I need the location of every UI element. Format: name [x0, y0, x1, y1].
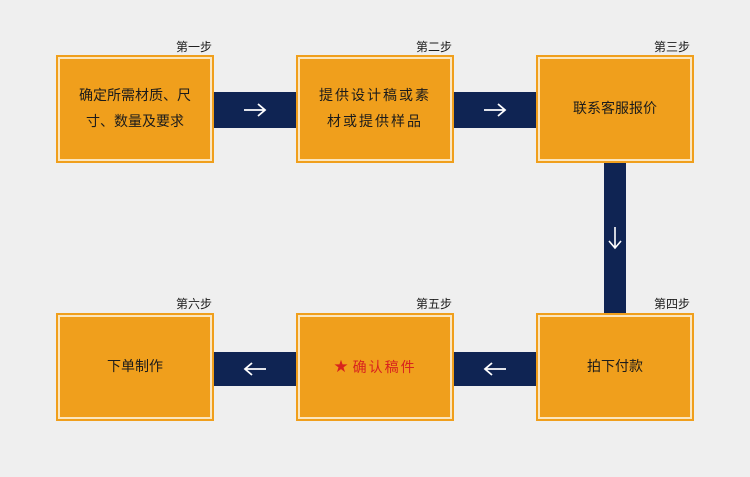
step-2-label: 第二步	[415, 40, 452, 54]
step-6-label: 第六步	[175, 297, 212, 311]
step-4-box: 拍下付款	[536, 313, 694, 421]
step-1-label: 第一步	[175, 40, 212, 54]
connector-3-4	[604, 160, 626, 316]
step-1-box: 确定所需材质、尺寸、数量及要求	[56, 55, 214, 163]
step-4-text: 拍下付款	[587, 359, 643, 375]
connector-2-3	[452, 92, 538, 128]
step-2-box: 提供设计稿或素材或提供样品	[296, 55, 454, 163]
connector-5-6	[212, 352, 298, 386]
step-3-box: 联系客服报价	[536, 55, 694, 163]
step-6-text: 下单制作	[107, 359, 163, 375]
arrow-right-icon	[484, 103, 507, 117]
step-5-text: 确认稿件	[352, 359, 417, 376]
arrow-right-icon	[244, 103, 267, 117]
arrow-down-icon	[608, 227, 622, 250]
arrow-left-icon	[243, 362, 266, 376]
step-5-label: 第五步	[415, 297, 452, 311]
connector-1-2	[212, 92, 298, 128]
step-3-label: 第三步	[653, 40, 690, 54]
star-icon: ★	[333, 356, 351, 377]
step-5-box: ★确认稿件	[296, 313, 454, 421]
step-1-text: 确定所需材质、尺寸、数量及要求	[79, 88, 191, 130]
connector-4-5	[452, 352, 538, 386]
step-4-label: 第四步	[653, 297, 690, 311]
step-2-text: 提供设计稿或素材或提供样品	[319, 88, 431, 130]
step-3-text: 联系客服报价	[573, 101, 657, 117]
step-6-box: 下单制作	[56, 313, 214, 421]
arrow-left-icon	[483, 362, 506, 376]
